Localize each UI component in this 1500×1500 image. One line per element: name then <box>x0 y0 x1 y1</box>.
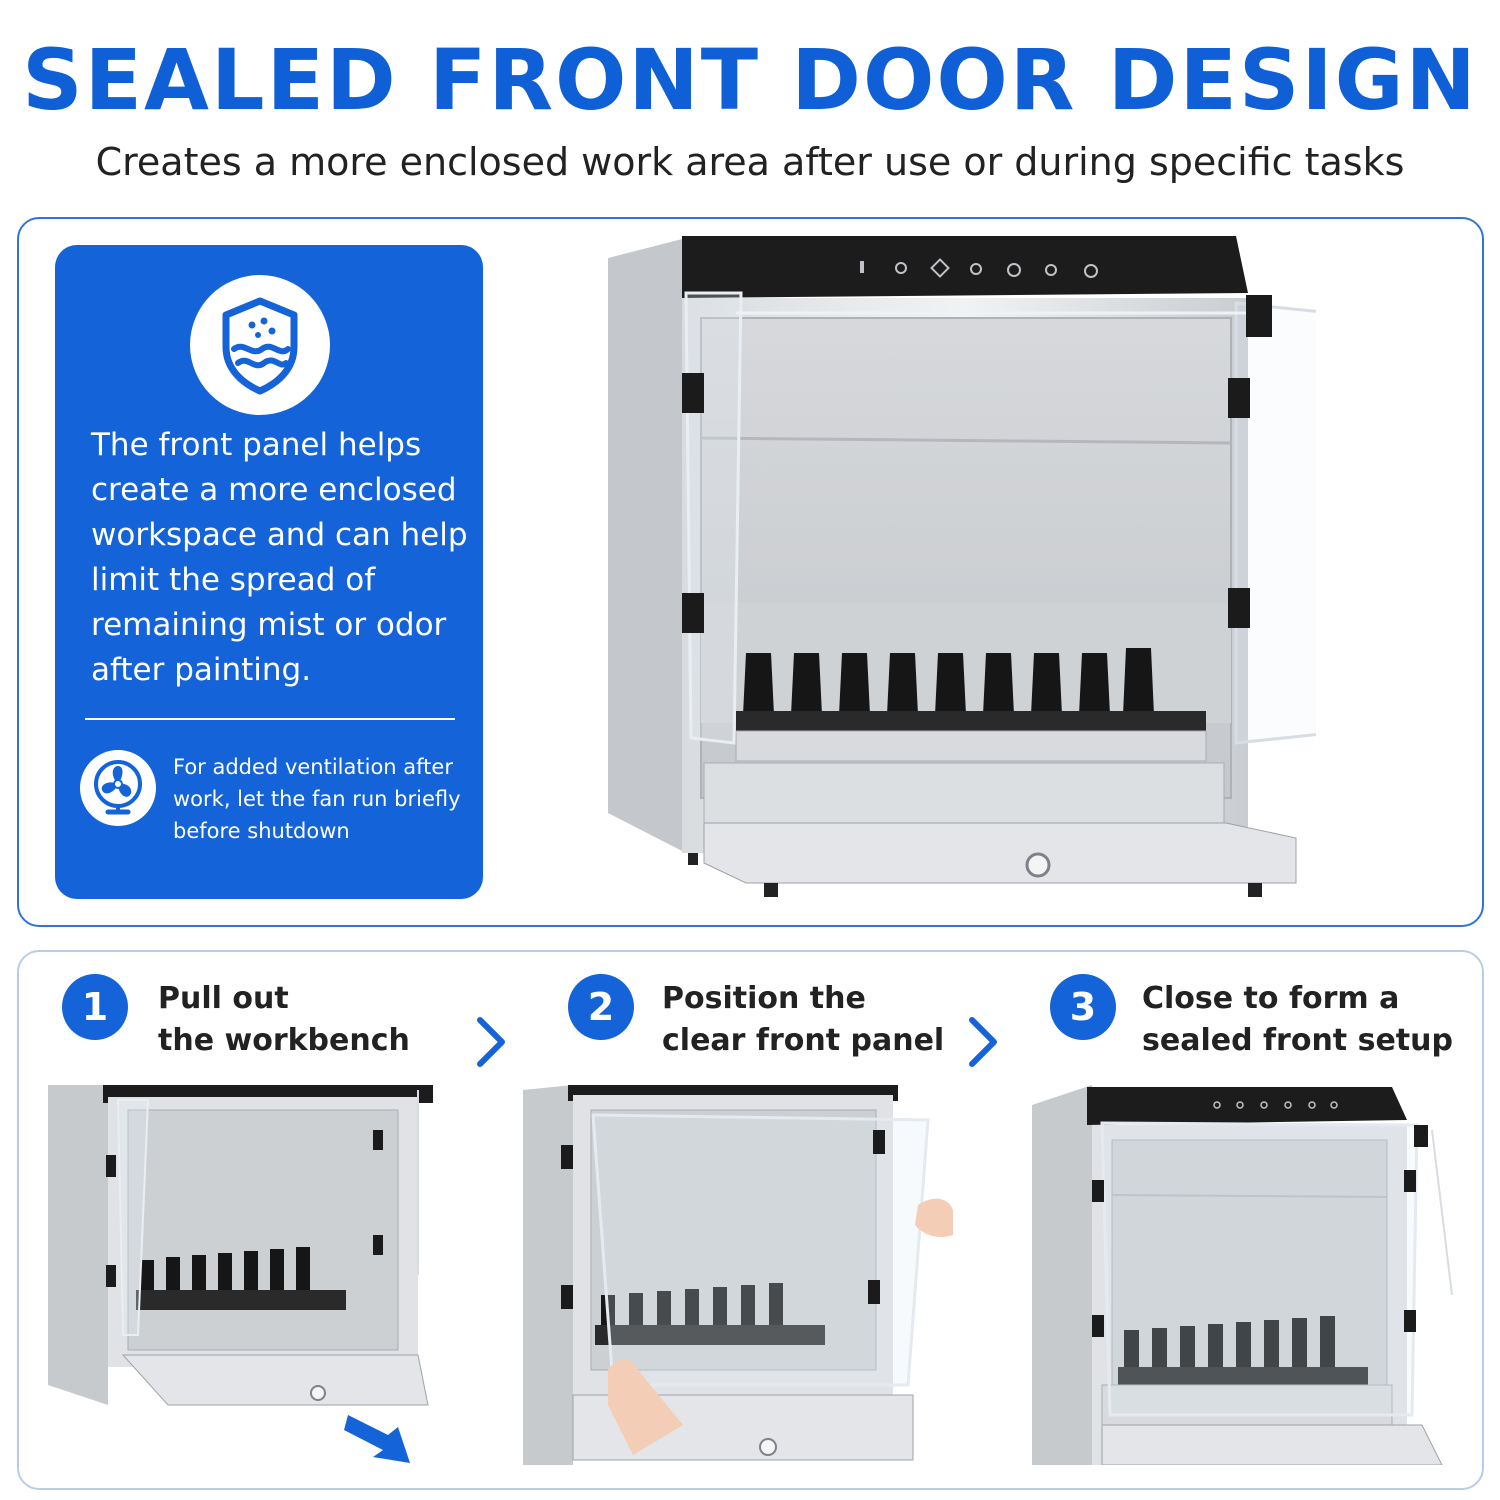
page-title: SEALED FRONT DOOR DESIGN <box>22 31 1478 129</box>
info-card: The front panel helps create a more encl… <box>55 245 483 899</box>
page-subtitle: Creates a more enclosed work area after … <box>95 140 1405 184</box>
step-3-label: Close to form a sealed front setup <box>1142 981 1453 1058</box>
step-2-photo <box>523 1085 953 1465</box>
step-3-photo <box>1032 1085 1467 1465</box>
info-main-text: The front panel helps create a more encl… <box>91 427 468 688</box>
info-tip-text: For added ventilation after work, let th… <box>173 755 461 843</box>
step-1-label: Pull out the workbench <box>158 981 410 1058</box>
step-2-number: 2 <box>568 974 634 1040</box>
shield-mist-icon <box>190 275 330 415</box>
chevron-right-icon <box>477 1017 505 1067</box>
step-1-number: 1 <box>62 974 128 1040</box>
step-2-label: Position the clear front panel <box>662 981 945 1058</box>
step-1-photo <box>48 1085 436 1465</box>
product-photo-open <box>608 236 1316 897</box>
info-divider <box>85 718 455 720</box>
fan-icon <box>80 750 156 826</box>
chevron-right-icon <box>969 1017 997 1067</box>
step-3-number: 3 <box>1050 974 1116 1040</box>
